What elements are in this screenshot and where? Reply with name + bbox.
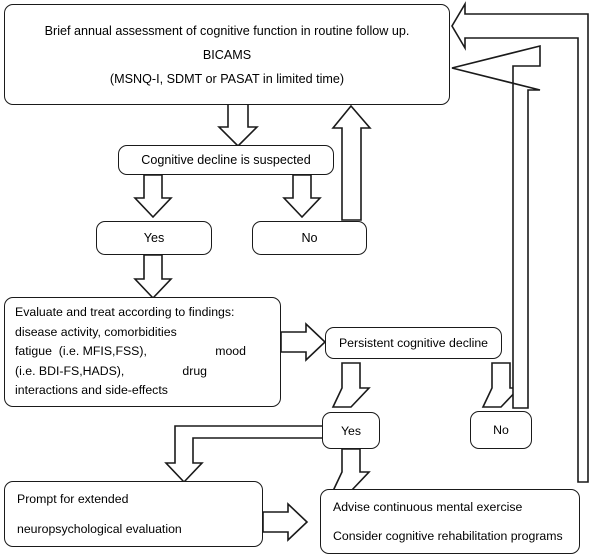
prompt-extended-line-2: neuropsychological evaluation — [17, 522, 182, 536]
arrow-suspected-to-yes — [133, 174, 173, 219]
arrow-yes-second-to-advise — [331, 448, 371, 492]
advise-line-2: Consider cognitive rehabilitation progra… — [333, 528, 563, 543]
node-persistent-cognitive-decline[interactable]: Persistent cognitive decline — [325, 327, 502, 359]
arrow-no-second-back-to-top — [451, 44, 541, 409]
arrow-yes-second-to-prompt — [164, 425, 334, 484]
evaluate-line-5: interactions and side-effects — [15, 383, 168, 398]
evaluate-line-2: disease activity, comorbidities — [15, 324, 177, 339]
node-yes-first[interactable]: Yes — [96, 221, 212, 255]
arrow-evaluate-to-persistent — [280, 322, 327, 362]
node-prompt-extended-evaluation[interactable]: Prompt for extended neuropsychological e… — [4, 481, 263, 547]
yes-first-label: Yes — [143, 231, 165, 245]
evaluate-line-1: Evaluate and treat according to findings… — [15, 305, 235, 320]
node-yes-second[interactable]: Yes — [322, 412, 380, 449]
persistent-cognitive-decline-label: Persistent cognitive decline — [338, 336, 488, 350]
node-no-second[interactable]: No — [470, 411, 532, 449]
node-no-first[interactable]: No — [252, 221, 367, 255]
evaluate-line-3: fatigue (i.e. MFIS,FSS), mood — [15, 344, 246, 359]
node-cognitive-decline-suspected[interactable]: Cognitive decline is suspected — [118, 145, 334, 175]
advise-line-1: Advise continuous mental exercise — [333, 499, 523, 514]
evaluate-line-4: (i.e. BDI-FS,HADS), drug — [15, 363, 208, 378]
node-top-assessment[interactable]: Brief annual assessment of cognitive fun… — [4, 4, 450, 105]
arrow-yes-first-to-evaluate — [133, 254, 173, 300]
cognitive-decline-suspected-label: Cognitive decline is suspected — [141, 153, 311, 167]
node-evaluate-and-treat[interactable]: Evaluate and treat according to findings… — [4, 297, 281, 407]
arrow-prompt-to-advise — [262, 502, 309, 542]
arrow-advise-back-to-top-shape — [451, 1, 589, 483]
top-assessment-line-3: (MSNQ-I, SDMT or PASAT in limited time) — [109, 71, 345, 86]
arrow-persistent-to-no — [481, 362, 521, 408]
arrow-suspected-to-no — [282, 174, 322, 219]
prompt-extended-line-1: Prompt for extended — [17, 492, 129, 506]
node-advise-mental-exercise[interactable]: Advise continuous mental exercise Consid… — [320, 489, 580, 554]
top-assessment-line-2: BICAMS — [202, 47, 252, 62]
arrow-top-to-suspected — [217, 102, 259, 148]
arrow-no-first-back-to-top — [331, 104, 372, 221]
yes-second-label: Yes — [340, 423, 362, 438]
no-second-label: No — [493, 423, 509, 437]
top-assessment-line-1: Brief annual assessment of cognitive fun… — [44, 23, 410, 38]
arrow-persistent-to-yes — [331, 362, 371, 408]
no-first-label: No — [301, 231, 318, 245]
